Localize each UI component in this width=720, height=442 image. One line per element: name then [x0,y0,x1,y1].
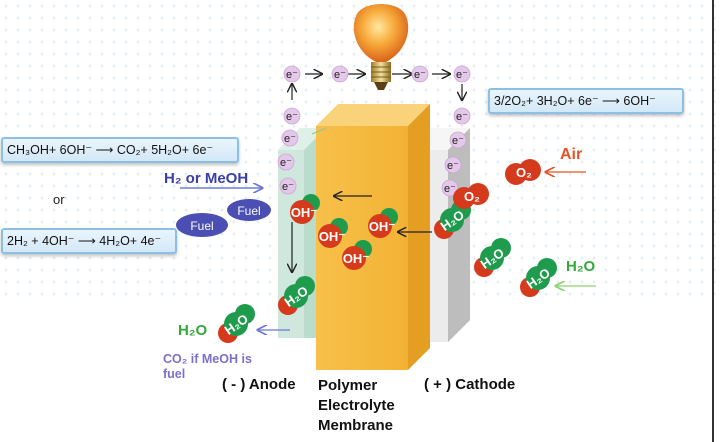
anode-hydrogen-equation-text: 2H₂ + 4OH⁻ ⟶ 4H₂O+ 4e⁻ [7,234,162,248]
electrons: e⁻ e⁻ e⁻ e⁻ e⁻ e⁻ e⁻ e⁻ e⁻ e⁻ e⁻ e⁻ [277,65,471,197]
oxygen-label: O₂ [464,189,480,204]
electron: e⁻ [277,153,295,171]
blank-panel [590,298,720,442]
fuel-label-upper: Fuel [237,204,260,218]
or-text: or [53,192,65,207]
electron: e⁻ [283,65,301,83]
air-label: Air [560,146,583,163]
membrane-label-line3: Membrane [318,417,394,434]
electron: e⁻ [453,65,471,83]
membrane-label-line1: Polymer [318,377,378,394]
water-molecule: H₂O [520,258,557,297]
water-molecule: H₂O [218,304,255,343]
fuel-input-label: H₂ or MeOH [164,170,249,187]
electron: e⁻ [411,65,429,83]
light-bulb-icon [353,4,409,90]
frame-edge [712,0,714,442]
electron-label: e⁻ [286,111,298,123]
co2-note: CO₂ if MeOH is fuel [163,352,252,382]
hydroxide-ion: OH⁻ [342,240,372,270]
electron-label: e⁻ [456,69,468,81]
membrane-label: Polymer Electrolyte Membrane [318,376,395,436]
electron-label: e⁻ [284,133,296,145]
water-molecule: H₂O [474,238,511,277]
electron-label: e⁻ [456,111,468,123]
electron-label: e⁻ [334,69,346,81]
water-molecule: H₂O [278,276,315,315]
electron: e⁻ [279,177,297,195]
water-in-label: H₂O [566,258,596,275]
electron: e⁻ [453,107,471,125]
hydroxide-ion: OH⁻ [318,218,348,248]
electron-label: e⁻ [444,183,456,195]
co2-note-line2: fuel [163,367,186,381]
anode-methanol-equation-text: CH₃OH+ 6OH⁻ ⟶ CO₂+ 5H₂O+ 6e⁻ [7,143,214,157]
electron-label: e⁻ [452,135,464,147]
electron-label: e⁻ [414,69,426,81]
connector-line [311,127,327,135]
hydroxide-ion: OH⁻ [290,194,320,224]
electron: e⁻ [441,179,459,197]
electron: e⁻ [281,129,299,147]
hydroxide-label: OH⁻ [291,205,318,220]
oxygen-label: O₂ [516,165,532,180]
anode-hydrogen-equation: 2H₂ + 4OH⁻ ⟶ 4H₂O+ 4e⁻ [1,228,177,254]
electron-label: e⁻ [447,160,459,172]
hydroxide-label: OH⁻ [369,219,396,234]
electron: e⁻ [283,107,301,125]
electron: e⁻ [331,65,349,83]
membrane-label-line2: Electrolyte [318,397,395,414]
electron: e⁻ [444,156,462,174]
fuel-oval-upper: Fuel [227,199,271,221]
electron-label: e⁻ [282,181,294,193]
fuel-label-lower: Fuel [190,219,213,233]
cathode-equation: 3/2O₂+ 3H₂O+ 6e⁻ ⟶ 6OH⁻ [488,88,684,114]
anode-methanol-equation: CH₃OH+ 6OH⁻ ⟶ CO₂+ 5H₂O+ 6e⁻ [1,137,239,163]
cathode-equation-text: 3/2O₂+ 3H₂O+ 6e⁻ ⟶ 6OH⁻ [494,94,656,108]
electron-label: e⁻ [280,157,292,169]
oxygen-molecule: O₂ [453,183,489,209]
water-out-label: H₂O [178,322,208,339]
hydroxide-label: OH⁻ [319,229,346,244]
hydroxide-label: OH⁻ [343,251,370,266]
hydroxide-ion: OH⁻ [368,208,398,238]
co2-note-line1: CO₂ if MeOH is [163,352,252,366]
electron: e⁻ [449,131,467,149]
external-circuit [292,74,462,272]
anode-label: ( - ) Anode [222,376,296,393]
electron-label: e⁻ [286,69,298,81]
fuel-oval-lower: Fuel [176,213,228,237]
oxygen-molecule: O₂ [505,159,541,185]
cathode-label: ( + ) Cathode [424,376,516,393]
